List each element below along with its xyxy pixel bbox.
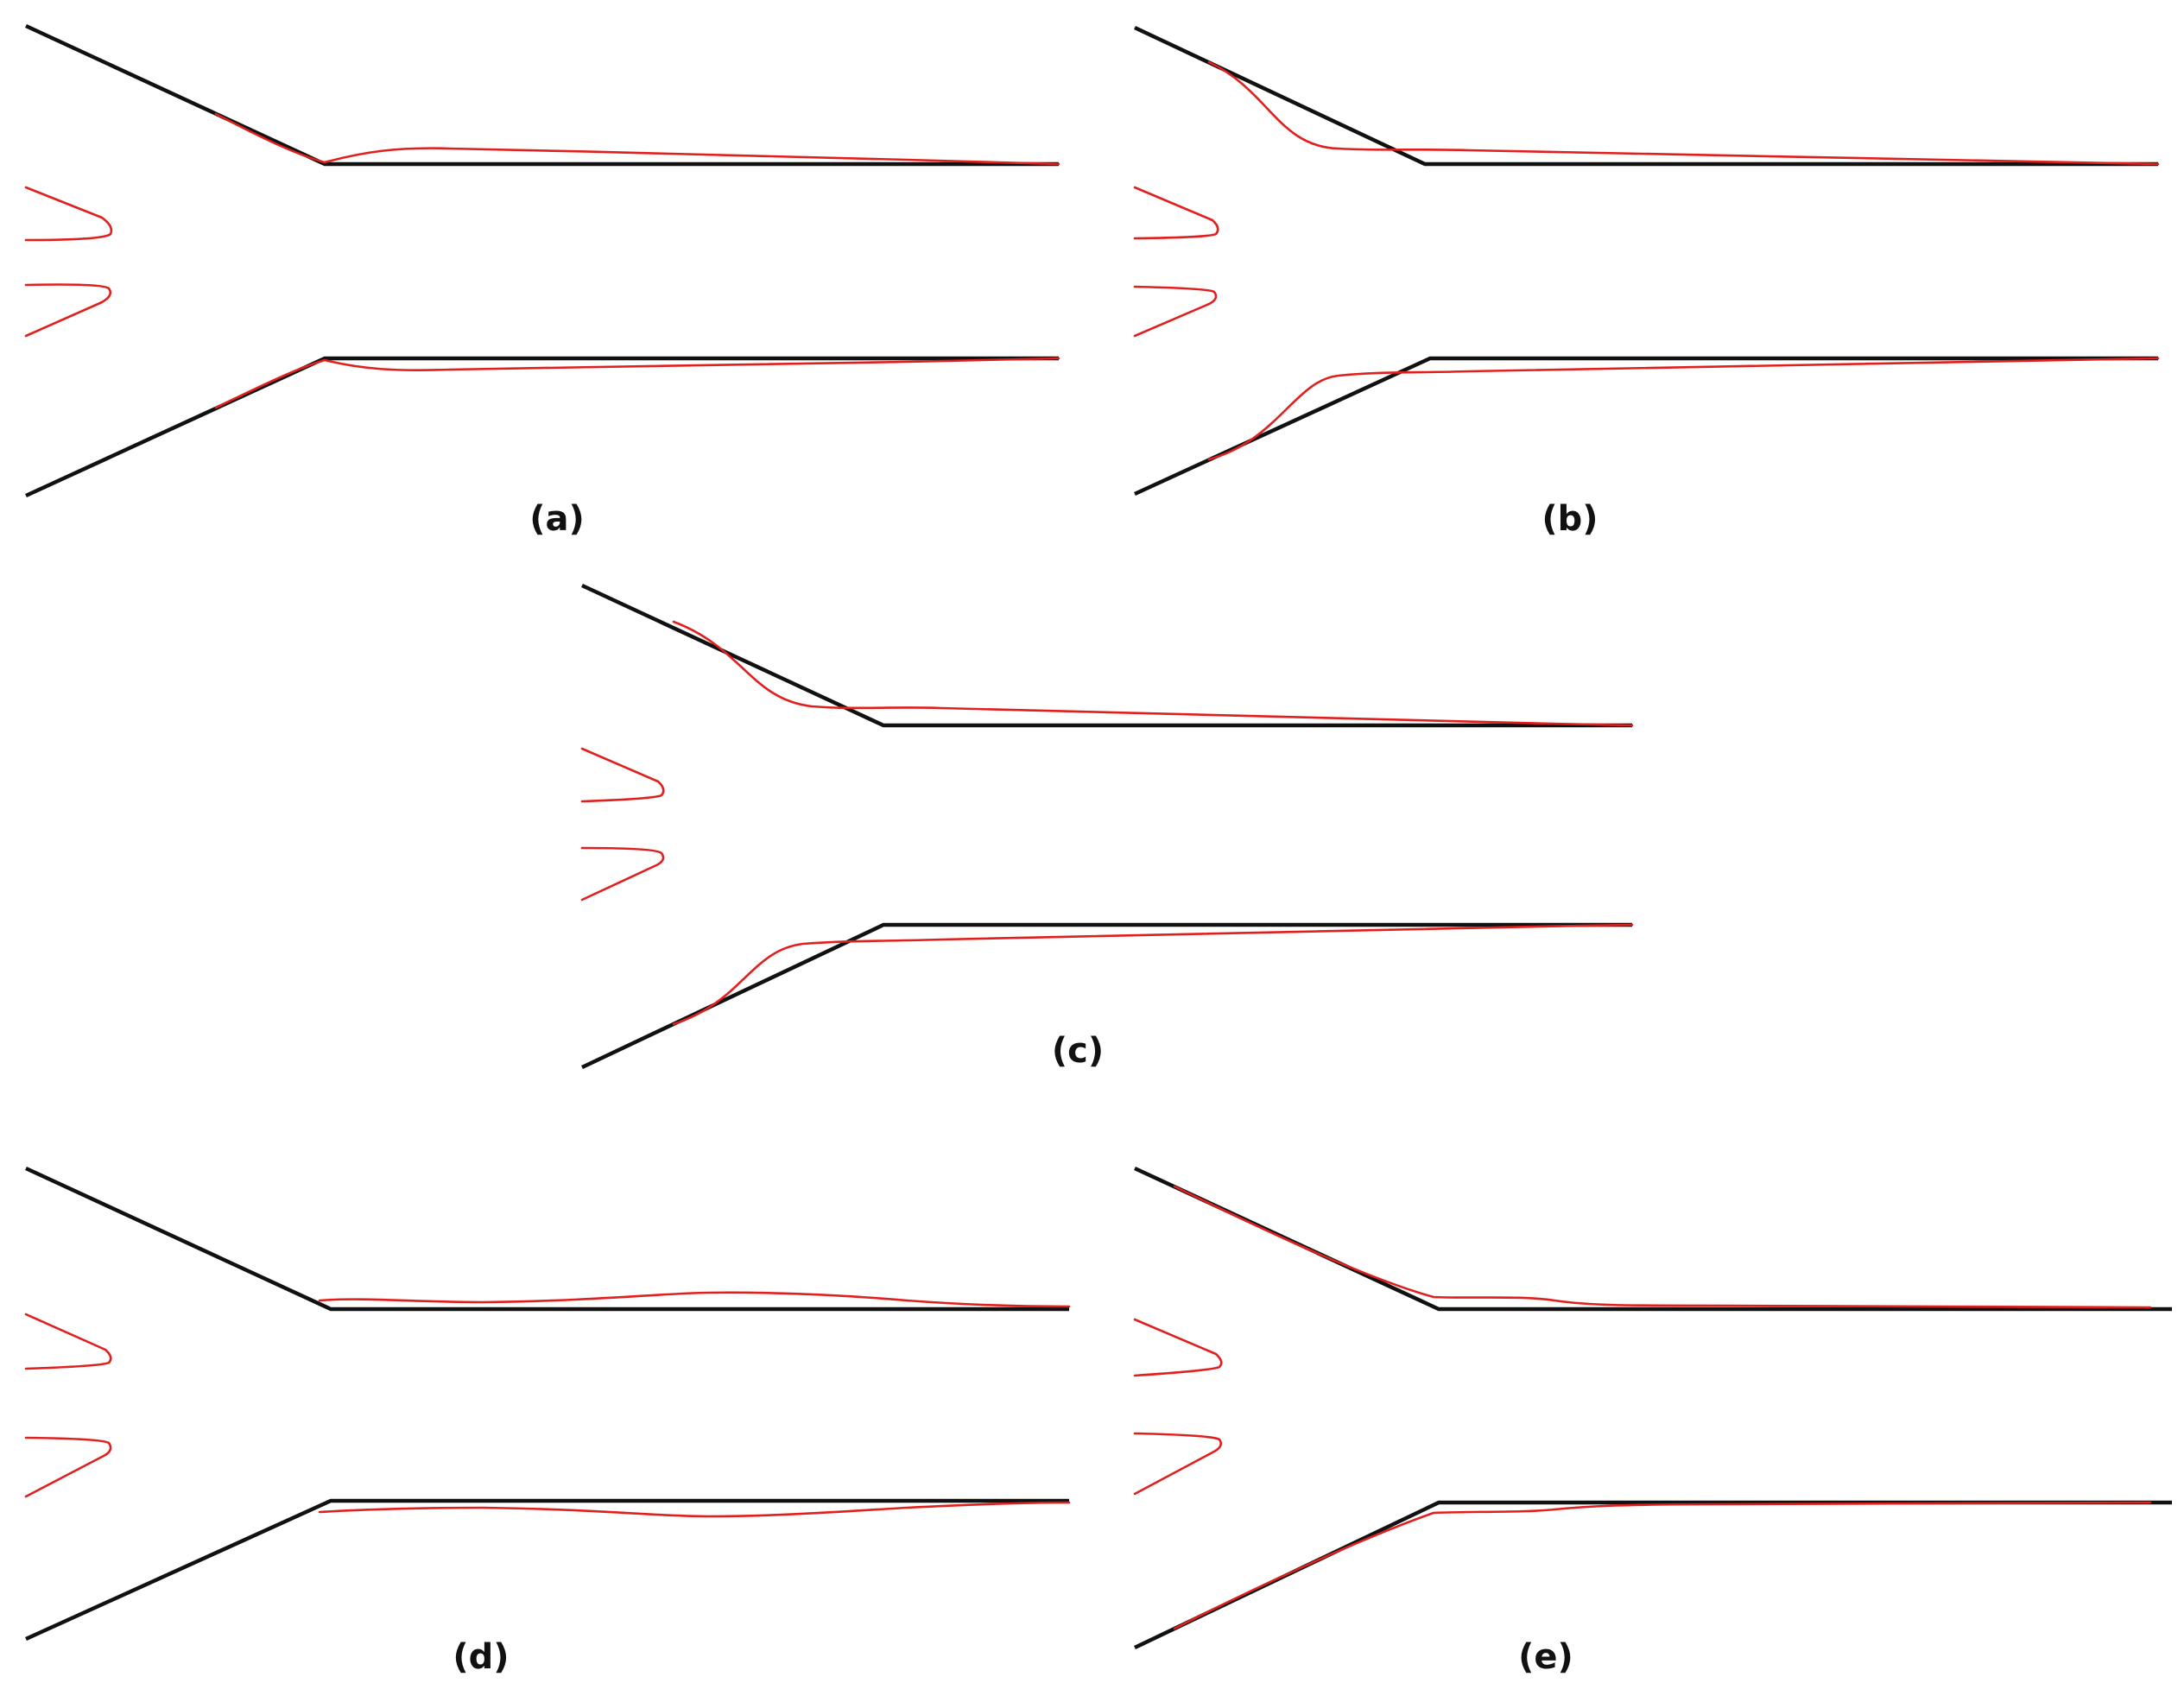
panel-b-upper-wall (1134, 25, 2158, 167)
panel-c-label: (c) (1052, 1031, 1104, 1071)
panel-c-upper-profile (672, 620, 1634, 727)
panel-b-label: (b) (1541, 499, 1598, 539)
panel-d-upper-wall (25, 1166, 1069, 1312)
panel-a: (a) (24, 23, 1060, 539)
panel-c-upper-chevron (580, 747, 665, 803)
panel-d-lower-wall (25, 1498, 1069, 1642)
panel-c-lower-wall (581, 922, 1632, 1070)
panel-a-lower-chevron (24, 283, 112, 338)
panel-e-upper-wall (1134, 1166, 2172, 1312)
panel-a-lower-profile (214, 357, 1060, 409)
panel-e-lower-profile (1173, 1501, 2152, 1630)
panel-e-label: (e) (1518, 1637, 1573, 1677)
panel-b-lower-profile (1207, 357, 2160, 461)
panel-d-upper-profile (318, 1291, 1071, 1308)
panel-b-upper-chevron (1133, 186, 1219, 240)
panel-e: (e) (1133, 1166, 2172, 1677)
panel-a-upper-chevron (24, 186, 113, 242)
panel-d-upper-chevron (24, 1313, 112, 1370)
panel-c-upper-wall (581, 583, 1632, 728)
panel-d-label: (d) (453, 1637, 509, 1677)
panel-e-upper-profile (1173, 1185, 2152, 1309)
panel-b-upper-profile (1207, 60, 2160, 166)
panel-b-lower-chevron (1133, 285, 1218, 338)
panel-c: (c) (580, 583, 1634, 1071)
panel-b: (b) (1133, 25, 2160, 539)
panel-e-upper-chevron (1133, 1318, 1223, 1377)
panel-a-label: (a) (529, 499, 585, 539)
panel-d-lower-profile (318, 1501, 1071, 1518)
panel-c-lower-profile (672, 923, 1634, 1026)
panel-a-upper-profile (214, 112, 1060, 166)
panel-e-lower-chevron (1133, 1432, 1223, 1496)
panel-a-upper-wall (25, 23, 1059, 167)
panel-c-lower-chevron (580, 846, 665, 902)
panel-d-lower-chevron (24, 1436, 112, 1498)
panel-a-lower-wall (25, 356, 1059, 498)
panel-d: (d) (24, 1166, 1071, 1677)
panel-b-lower-wall (1134, 356, 2158, 497)
panel-e-lower-wall (1134, 1500, 2172, 1650)
